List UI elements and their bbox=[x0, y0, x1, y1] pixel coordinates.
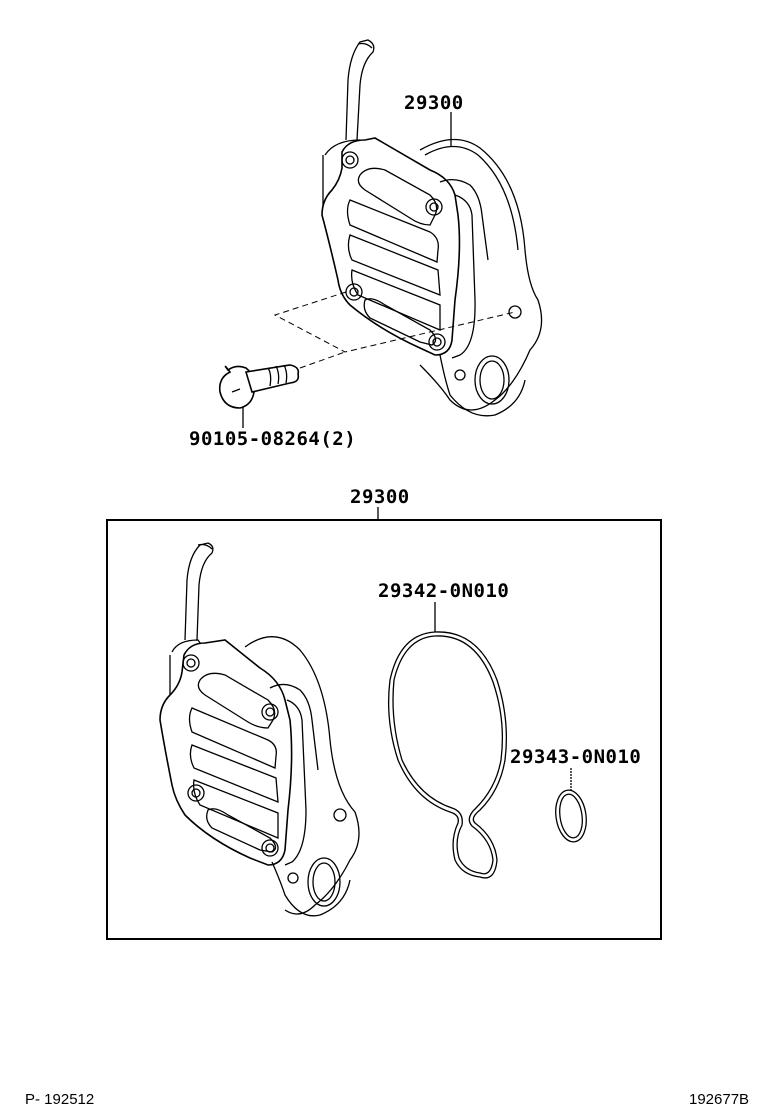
part-label-29300-kit[interactable]: 29300 bbox=[350, 486, 410, 508]
o-ring-29343-0N010[interactable] bbox=[553, 768, 590, 844]
o-ring-29342-0N010[interactable] bbox=[387, 602, 508, 879]
footer-right-reference: 192677B bbox=[689, 1091, 750, 1108]
part-label-29342-0N010[interactable]: 29342-0N010 bbox=[378, 580, 510, 602]
part-label-bolt-90105-08264[interactable]: 90105-08264(2) bbox=[189, 428, 357, 450]
vacuum-pump-kit[interactable] bbox=[159, 542, 360, 917]
bolt-90105-08264[interactable] bbox=[218, 364, 300, 428]
vacuum-pump-top[interactable] bbox=[273, 39, 543, 417]
footer-left-reference: P- 192512 bbox=[25, 1091, 95, 1108]
part-label-29300-top[interactable]: 29300 bbox=[404, 92, 464, 114]
part-label-29343-0N010[interactable]: 29343-0N010 bbox=[510, 746, 642, 768]
kit-box-frame bbox=[106, 519, 662, 940]
